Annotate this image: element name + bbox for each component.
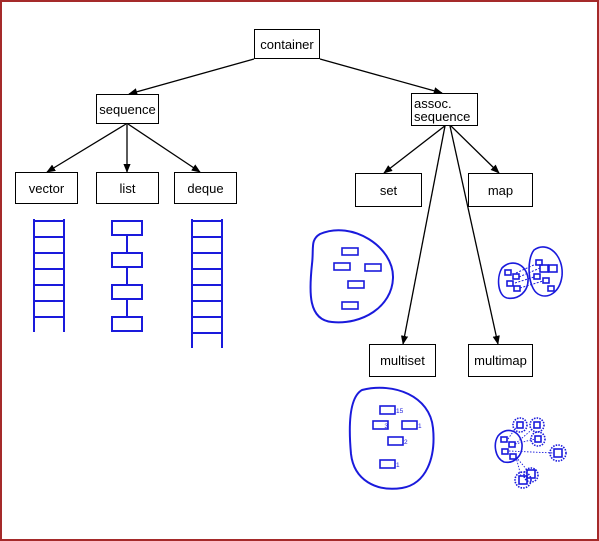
edge-container-sequence	[128, 58, 255, 96]
edge-sequence-vector	[46, 123, 127, 173]
node-assoc-sequence: assoc. sequence	[411, 93, 478, 126]
node-sequence: sequence	[96, 94, 159, 124]
node-list: list	[96, 172, 159, 204]
set-illustration	[309, 229, 395, 324]
multiset-count-label: 2	[404, 439, 408, 446]
multimap-illustration	[494, 417, 567, 489]
node-deque: deque	[174, 172, 237, 204]
node-map: map	[468, 173, 533, 207]
node-multiset: multiset	[369, 344, 436, 377]
multiset-count-label: 1	[396, 462, 400, 469]
edge-sequence-deque	[127, 123, 201, 173]
edge-assoc-multimap	[449, 125, 500, 345]
node-container: container	[254, 29, 320, 59]
deque-illustration	[191, 219, 223, 348]
node-set: set	[355, 173, 422, 207]
edge-assoc-set	[383, 124, 447, 174]
multiset-count-label: 1	[418, 423, 422, 430]
multiset-count-label: 3	[384, 423, 388, 430]
list-illustration	[111, 220, 143, 332]
edges	[46, 58, 500, 345]
multiset-count-label: 15	[396, 408, 404, 415]
node-vector: vector	[15, 172, 78, 204]
multiset-counts: 15 3 1 2 1	[384, 408, 422, 469]
edge-assoc-map	[449, 124, 500, 174]
edge-assoc-multiset	[400, 125, 446, 345]
node-multimap: multimap	[468, 344, 533, 377]
vector-illustration	[33, 219, 65, 332]
multiset-illustration	[348, 386, 435, 490]
map-illustration	[497, 246, 563, 300]
edge-container-assoc	[319, 58, 443, 95]
